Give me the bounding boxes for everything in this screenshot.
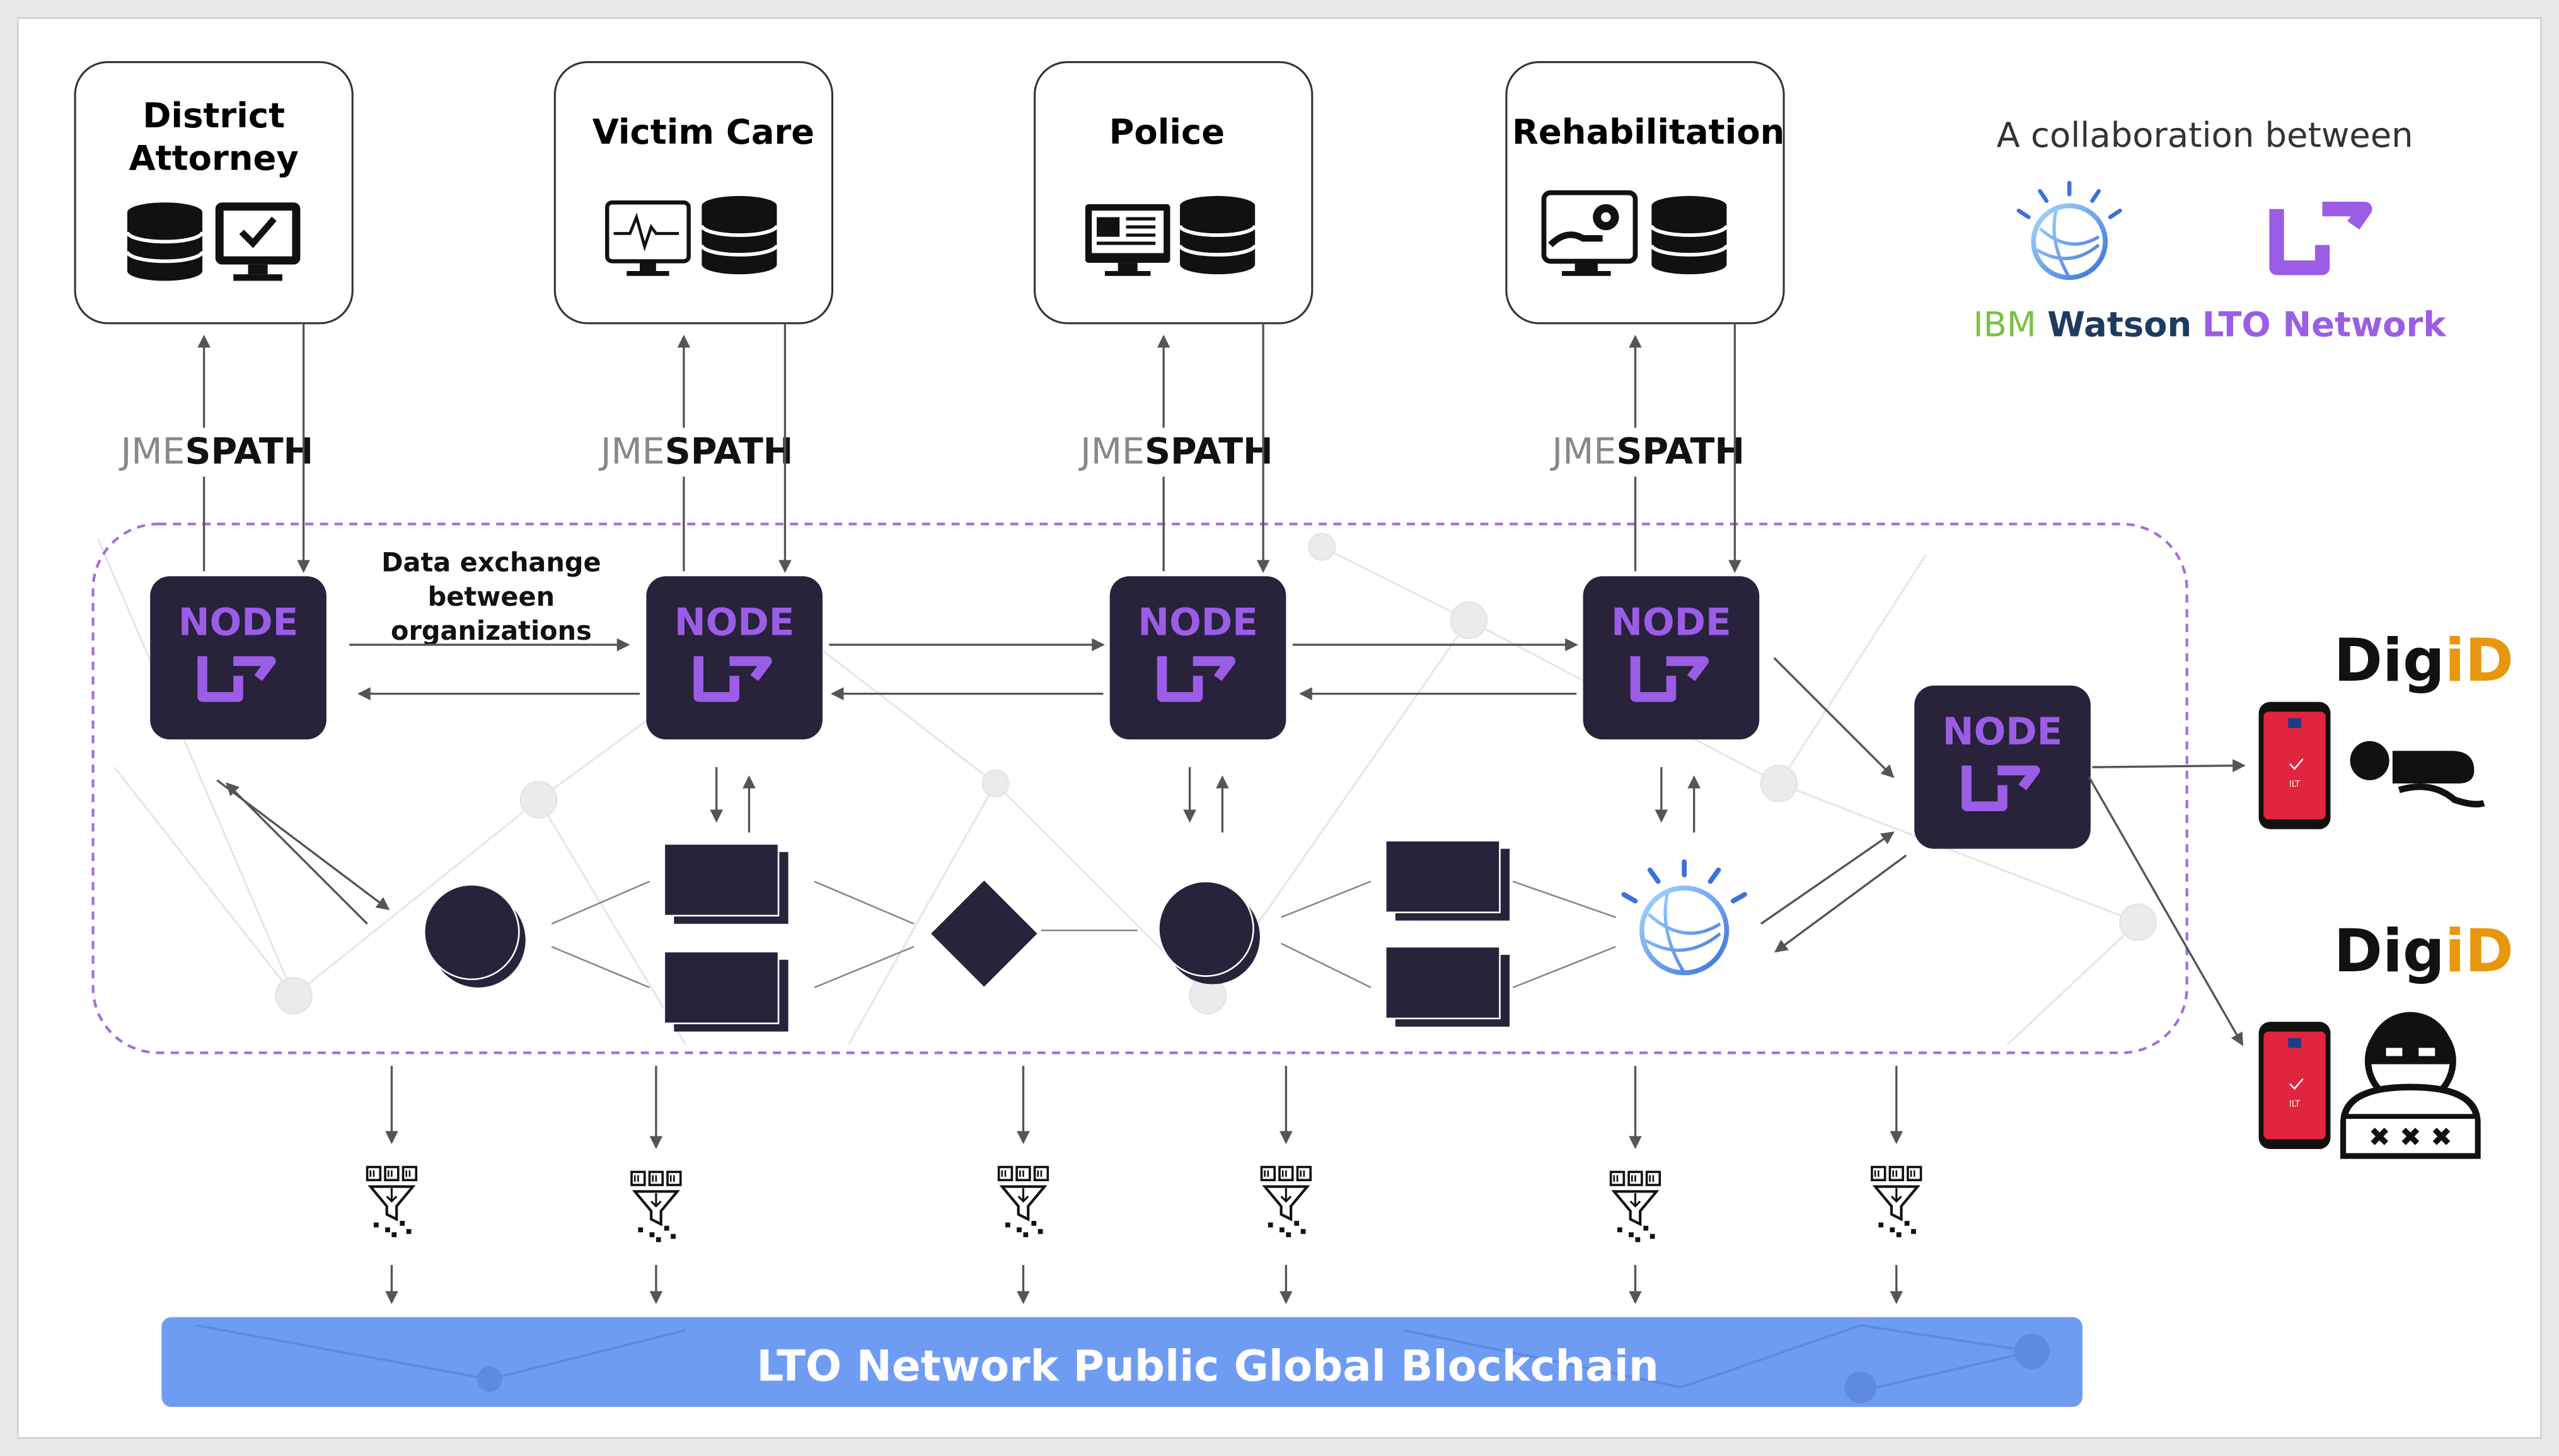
workflow-block (1385, 840, 1511, 922)
workflow-diamond (931, 881, 1037, 987)
org-label-district: District (142, 96, 285, 136)
data-exchange-line-1: Data exchange (381, 547, 601, 577)
org-label-police: Police (1109, 112, 1225, 152)
digid-logo-1: DigiD (2334, 626, 2514, 695)
node-network-region (91, 523, 2188, 1054)
lto-network-label: LTO Network (2202, 305, 2447, 345)
data-exchange-label: Data exchange between organizations (381, 547, 601, 646)
node-5: NODE (1914, 686, 2091, 849)
jmespath-labels: JMESPATH JMESPATH JMESPATH JMESPATH (119, 431, 1745, 473)
org-label-attorney: Attorney (129, 138, 299, 178)
jmespath-label: JMESPATH (1550, 431, 1745, 473)
funnel-column-3 (999, 1065, 1048, 1305)
funnel-column-4 (1262, 1065, 1311, 1305)
node-label: NODE (178, 601, 299, 644)
workflow-block (663, 843, 789, 925)
funnel-column-1 (367, 1065, 417, 1305)
collaboration-caption: A collaboration between (1997, 115, 2413, 155)
workflow-circle-2 (1158, 881, 1260, 985)
data-exchange-line-2: between (428, 582, 555, 612)
jmespath-label: JMESPATH (119, 431, 314, 473)
phone-icon (2258, 1020, 2331, 1150)
node-label: NODE (674, 601, 795, 644)
phone-icon (2258, 701, 2331, 830)
workflow-block (1385, 945, 1511, 1028)
org-district-attorney: District Attorney (74, 61, 354, 325)
node-exchange-arrows (216, 638, 2246, 1046)
org-victim-care: Victim Care (553, 61, 834, 325)
burglar-icon: ✖ ✖ ✖ (2340, 1012, 2481, 1159)
blockchain-bar: LTO Network Public Global Blockchain (161, 1317, 2082, 1407)
funnel-column-6 (1872, 1065, 1921, 1305)
database-icon (1651, 196, 1726, 274)
database-icon (702, 196, 777, 274)
person-lying-icon (2350, 741, 2485, 807)
svg-text:✖ ✖ ✖: ✖ ✖ ✖ (2369, 1122, 2452, 1152)
org-rehabilitation: Rehabilitation (1505, 61, 1785, 325)
database-icon (127, 202, 202, 280)
ibm-watson-logo-icon (2016, 180, 2122, 280)
node-label: NODE (1138, 601, 1258, 644)
node-2: NODE (646, 576, 823, 739)
jmespath-label: JMESPATH (1078, 431, 1273, 473)
funnel-column-5 (1611, 1065, 1660, 1305)
workflow-connectors (551, 881, 1616, 988)
news-monitor-icon (1085, 204, 1170, 276)
ibm-watson-logo-icon (1621, 859, 1747, 976)
node-3: NODE (1110, 576, 1286, 739)
data-exchange-line-3: organizations (391, 616, 592, 646)
ibm-watson-label: IBM Watson (1973, 305, 2192, 345)
funnel-column-2 (632, 1065, 681, 1305)
org-police: Police (1034, 61, 1314, 325)
monitor-gear-hand-icon (1541, 190, 1638, 276)
node-4: NODE (1583, 576, 1760, 739)
digid-logo-2: DigiD (2334, 916, 2514, 985)
monitor-check-icon (215, 202, 301, 281)
jmespath-label: JMESPATH (599, 431, 794, 473)
blockchain-label: LTO Network Public Global Blockchain (756, 1342, 1658, 1391)
workflow-circle-1 (423, 884, 526, 988)
workflow-block (663, 950, 789, 1032)
node-1: NODE (150, 576, 326, 739)
database-icon (1180, 196, 1255, 274)
org-node-arrows (197, 323, 1742, 574)
monitor-waveform-icon (604, 200, 691, 276)
org-label-victim-care: Victim Care (592, 112, 814, 152)
lto-logo-icon (2269, 201, 2372, 275)
org-label-rehabilitation: Rehabilitation (1512, 112, 1784, 152)
node-label: NODE (1943, 710, 2063, 754)
node-label: NODE (1611, 601, 1731, 644)
